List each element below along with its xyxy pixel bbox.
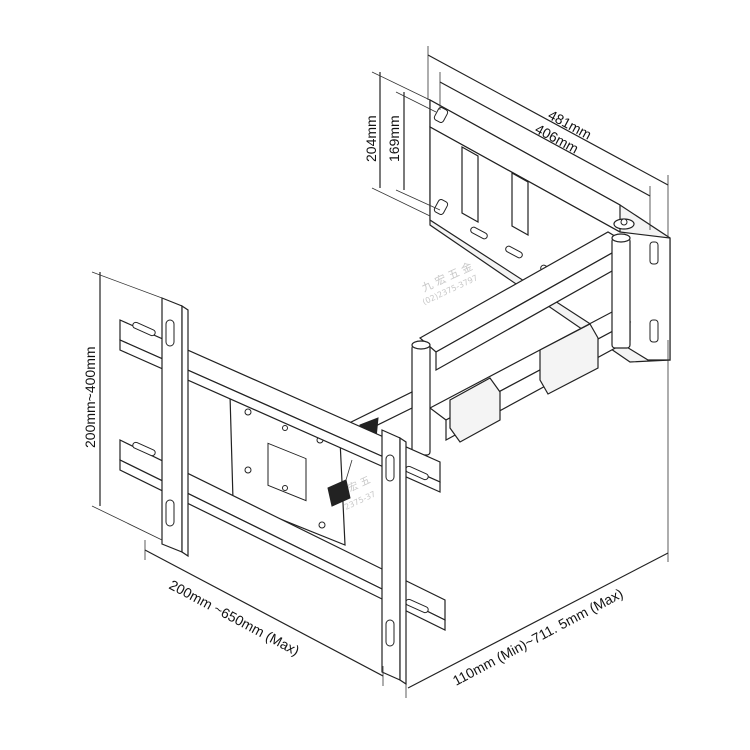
dimension-lines — [91, 46, 669, 698]
wall-hole-spacing-label: 169mm — [386, 115, 402, 162]
tv-bracket — [119, 297, 446, 686]
vesa-vertical-label: 200mm~400mm — [82, 346, 98, 448]
swing-arms — [334, 231, 632, 456]
wall-plate-height-label: 204mm — [363, 115, 379, 162]
extension-label: 110mm (Min)~711. 5mm (Max) — [450, 585, 626, 689]
wall-plate — [429, 98, 671, 363]
vesa-horizontal-label: 200mm ~650mm (Max) — [167, 577, 303, 659]
